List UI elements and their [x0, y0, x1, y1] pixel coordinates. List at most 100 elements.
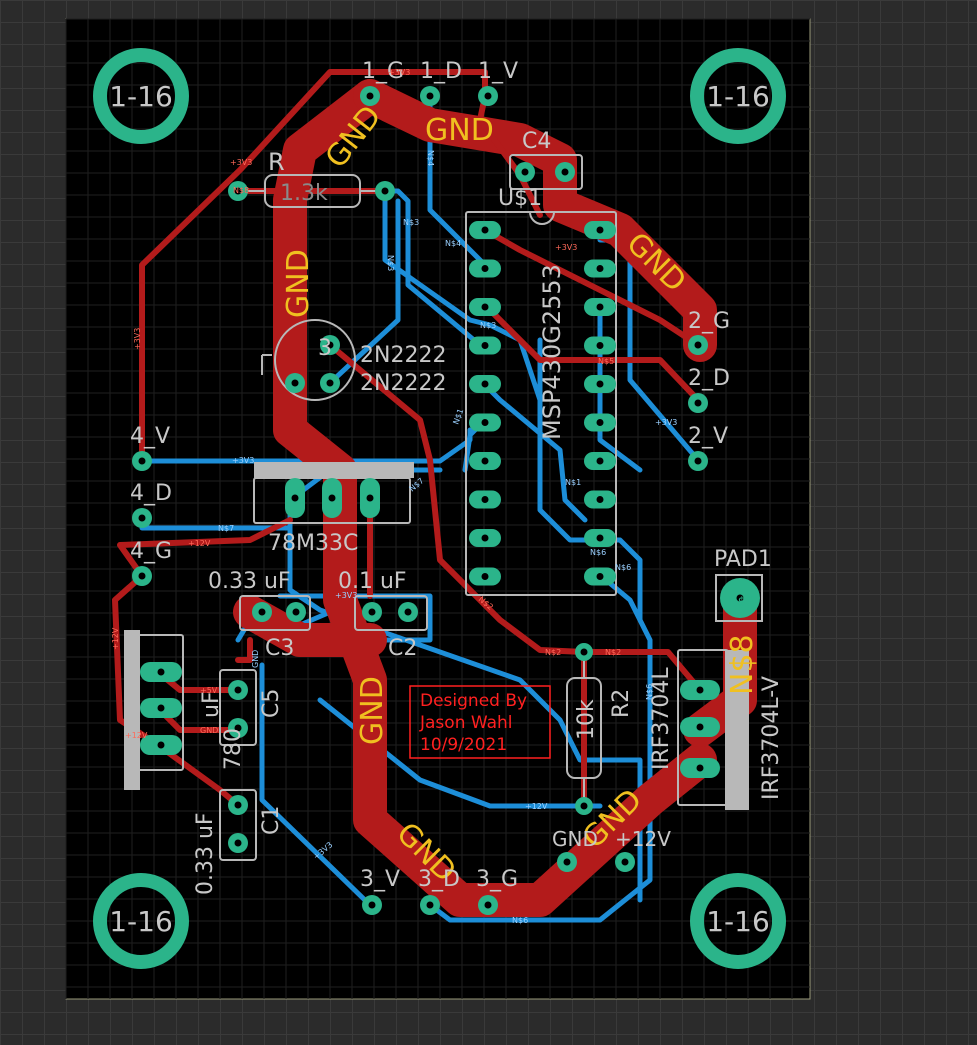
- trace-12v-left[interactable]: [117, 517, 293, 579]
- drill-hole: [481, 419, 489, 426]
- net-label: N$8: [233, 186, 249, 195]
- net-label: +12V: [525, 802, 548, 811]
- trace-gnd-c5[interactable]: [235, 637, 253, 663]
- drill-hole: [234, 686, 242, 694]
- header-1d: 1_D: [420, 59, 462, 84]
- board-fine-grid: [65, 18, 810, 999]
- mcu-outline[interactable]: [465, 211, 617, 596]
- trace-3v3-top[interactable]: [139, 69, 488, 464]
- net-label: N$2: [545, 648, 561, 657]
- c2-outline[interactable]: [354, 595, 428, 631]
- c3-outline[interactable]: [239, 595, 311, 631]
- drill-hole: [596, 573, 604, 580]
- header-1g: 1_G: [362, 59, 404, 84]
- silk-labels: R 1.3k MSP430G2553 U$1 3 2N2222 2N2222 7…: [130, 59, 784, 895]
- trace-n6-bottom[interactable]: [427, 572, 653, 923]
- drill-hole: [366, 494, 374, 502]
- drill-hole: [481, 573, 489, 580]
- trace-n3-c[interactable]: [382, 188, 543, 403]
- c1-ref: C1: [259, 806, 284, 835]
- c5-ref: C5: [259, 689, 284, 718]
- header-3v: 3_V: [360, 867, 400, 892]
- c4-outline[interactable]: [509, 154, 583, 190]
- credit-line-1: Designed By: [420, 691, 527, 711]
- c1-outline[interactable]: [219, 789, 257, 861]
- c5-value: uF: [199, 691, 224, 718]
- net-label: N$6: [512, 916, 528, 925]
- net-label: N$5: [598, 357, 614, 366]
- mosfet-label-2: IRF3704L-V: [759, 676, 784, 800]
- net-label: +12V: [111, 627, 120, 650]
- drill-hole: [521, 168, 529, 176]
- pad1-ref: PAD1: [714, 547, 772, 572]
- r1-ref: R: [268, 148, 285, 176]
- drill-hole: [234, 724, 242, 732]
- c2-value: 0.1 uF: [338, 569, 407, 594]
- mount-hole-bottom-left[interactable]: 1-16: [93, 873, 189, 969]
- r2-value: 10k: [574, 699, 599, 740]
- header-4v: 4_V: [130, 424, 170, 449]
- mosfet-tab[interactable]: [725, 650, 749, 810]
- trace-3v3-u1[interactable]: [477, 93, 543, 218]
- mount-hole-label: 1-16: [706, 905, 770, 938]
- pad-drills: [138, 92, 744, 909]
- trace-gnd-2[interactable]: [482, 227, 701, 348]
- drill-hole: [481, 226, 489, 234]
- trace-n5[interactable]: [482, 302, 701, 403]
- mount-hole-bottom-right[interactable]: 1-16: [690, 873, 786, 969]
- net-label: N$7: [218, 524, 234, 533]
- drill-hole: [138, 572, 146, 580]
- header-4d: 4_D: [130, 481, 172, 506]
- drill-hole: [258, 608, 266, 616]
- header-2v: 2_V: [688, 424, 728, 449]
- drill-hole: [328, 494, 336, 502]
- n8-label: N$8: [725, 634, 760, 695]
- mount-hole-label: 1-16: [706, 80, 770, 113]
- net-label: N$2: [605, 648, 621, 657]
- trace-gnd-c3[interactable]: [233, 595, 387, 657]
- pad1-outline[interactable]: [715, 574, 763, 622]
- trace-n1[interactable]: [482, 382, 588, 523]
- header-2g: 2_G: [688, 309, 730, 334]
- drill-hole: [368, 901, 376, 909]
- net-label: +3V3: [655, 418, 677, 427]
- drill-hole: [481, 380, 489, 388]
- mount-hole-label: 1-16: [109, 905, 173, 938]
- drill-hole: [138, 514, 146, 522]
- mount-hole-top-right[interactable]: 1-16: [690, 48, 786, 144]
- mosfet-label-1: IRF3704L: [649, 667, 674, 770]
- trace-3v3-bottom[interactable]: [259, 662, 373, 908]
- trace-n8-mid[interactable]: [287, 497, 643, 903]
- net-label: N$3: [386, 255, 395, 271]
- c3-value: 0.33 uF: [208, 569, 291, 594]
- c5-outline[interactable]: [219, 669, 257, 746]
- drill-hole: [366, 92, 374, 100]
- drill-hole: [563, 858, 571, 866]
- header-12v: +12V: [615, 827, 671, 851]
- regulator-tab[interactable]: [254, 462, 414, 478]
- drill-hole: [157, 704, 165, 712]
- vreg5-label: 780: [221, 728, 246, 770]
- u1-notch: [529, 211, 555, 225]
- mount-hole-top-left[interactable]: 1-16: [93, 48, 189, 144]
- board-outline: [65, 18, 811, 1000]
- drill-hole: [580, 648, 588, 656]
- trace-n2[interactable]: [327, 342, 703, 693]
- drill-hole: [404, 608, 412, 616]
- net-label: +3V3: [133, 328, 142, 350]
- trace-n4[interactable]: [427, 93, 488, 268]
- vreg5-tab[interactable]: [124, 630, 140, 790]
- net-label: N$4: [445, 239, 461, 248]
- drill-hole: [481, 303, 489, 311]
- mount-hole-label: 1-16: [109, 80, 173, 113]
- transistor-ref: 3: [318, 336, 332, 361]
- trace-gnd-top[interactable]: [353, 79, 717, 362]
- drill-hole: [138, 457, 146, 465]
- r2-ref: R2: [609, 689, 634, 718]
- drill-hole: [596, 457, 604, 465]
- drill-hole: [484, 901, 492, 909]
- transistor-outline[interactable]: [274, 319, 356, 401]
- drill-hole: [580, 802, 588, 810]
